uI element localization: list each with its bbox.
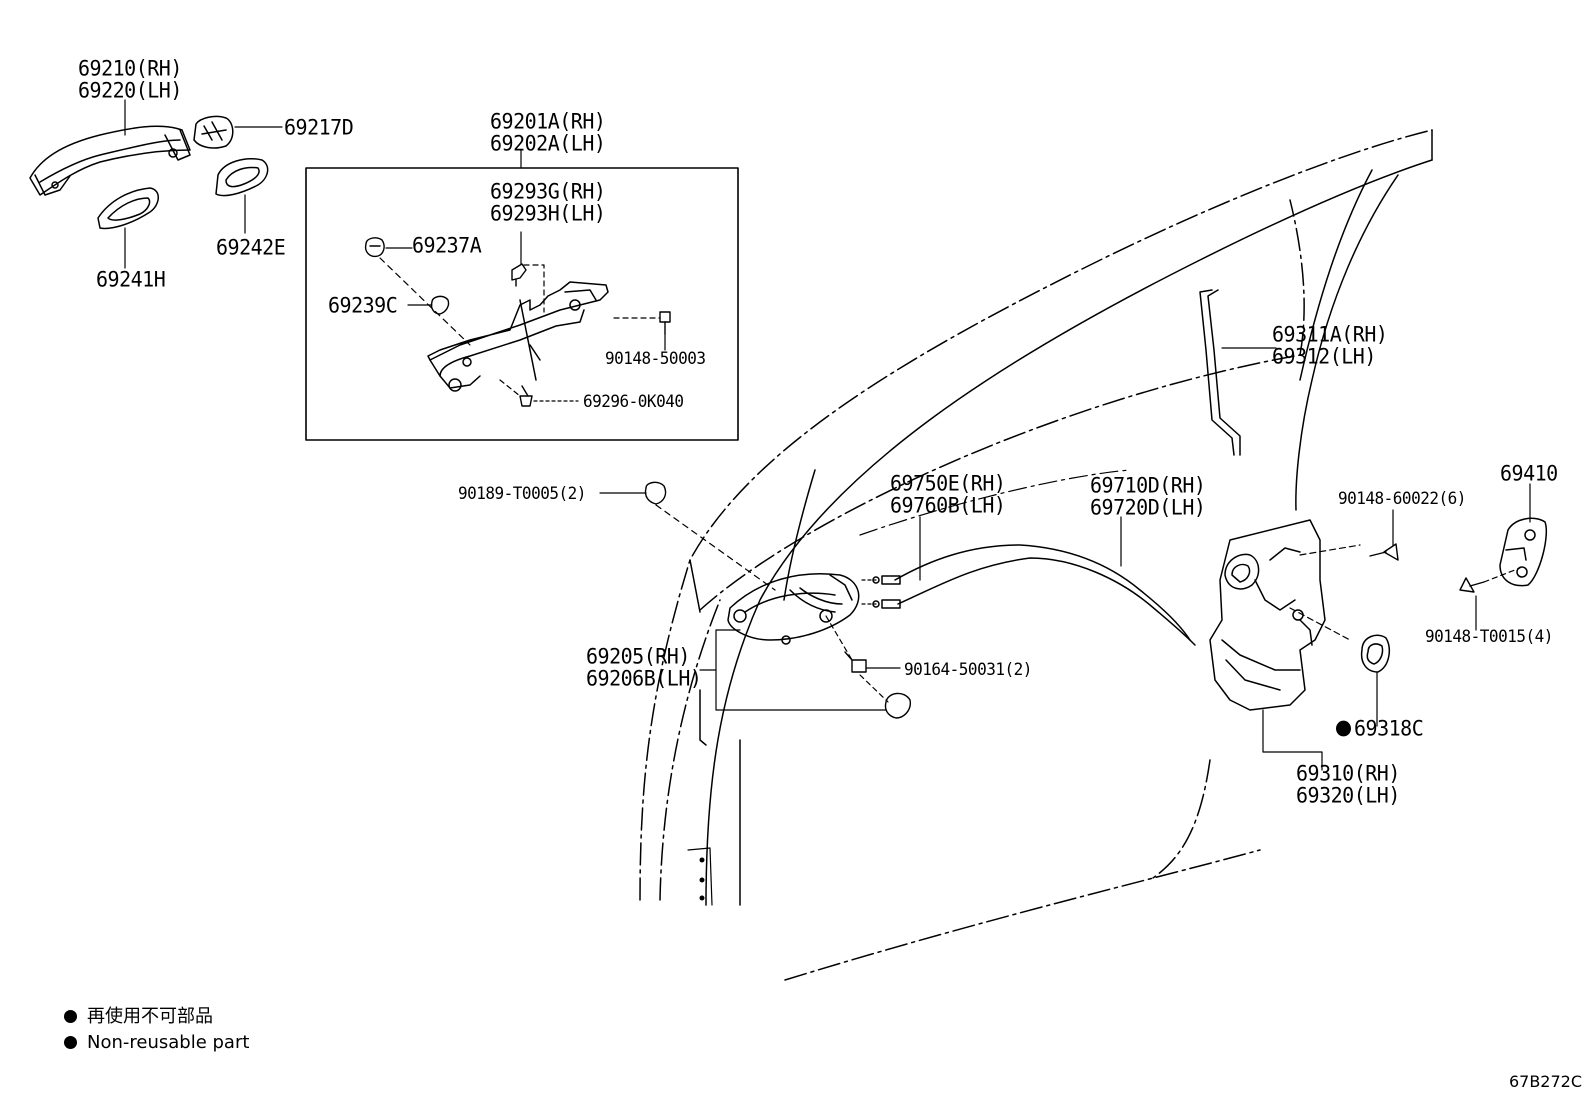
label-69293G: 69293G(RH) — [490, 178, 606, 204]
label-69220: 69220(LH) — [78, 77, 182, 103]
diagram-code: 67B272C — [1508, 1072, 1582, 1091]
screw-90164 — [844, 651, 867, 673]
label-69750E: 69750E(RH) — [890, 470, 1006, 496]
door-lock-assembly — [1209, 519, 1326, 711]
door-holes — [699, 857, 705, 901]
inner-handle — [727, 573, 860, 645]
handle-frame — [427, 281, 609, 392]
grommet-69239C — [430, 295, 450, 315]
label-90148-60022: 90148-60022(6) — [1338, 488, 1466, 509]
bullet-dot-icon — [64, 1036, 77, 1049]
label-69202A: 69202A(LH) — [490, 130, 606, 156]
frame-clip — [511, 263, 527, 287]
label-69710D: 69710D(RH) — [1090, 472, 1206, 498]
screw-90148-60022 — [1369, 543, 1399, 561]
seal-69318C — [1360, 634, 1391, 673]
label-69410: 69410 — [1500, 460, 1558, 486]
label-90189-T0005: 90189-T0005(2) — [458, 483, 586, 504]
label-90164-50031: 90164-50031(2) — [904, 659, 1032, 680]
label-69241H: 69241H — [96, 266, 166, 292]
frame-box — [305, 167, 739, 441]
label-69239C: 69239C — [328, 292, 398, 318]
outer-handle — [29, 125, 191, 196]
label-69242E: 69242E — [216, 234, 286, 260]
legend-jp: 再使用不可部品 — [64, 1005, 213, 1029]
leader-69310 — [1262, 709, 1323, 771]
gasket-right — [215, 158, 269, 197]
label-69293H: 69293H(LH) — [490, 200, 606, 226]
bullet-dot-icon — [64, 1010, 77, 1023]
label-69310: 69310(RH) — [1296, 760, 1400, 786]
non-reusable-dot-icon — [1336, 720, 1351, 737]
label-69318C: 69318C — [1336, 716, 1424, 740]
clip-90189 — [644, 481, 667, 505]
gasket-left — [97, 187, 159, 230]
label-69205: 69205(RH) — [586, 643, 690, 669]
cap-round — [884, 692, 911, 719]
bolt-69296 — [519, 385, 533, 407]
screw-90148-T0015 — [1459, 577, 1485, 593]
handle-cap — [193, 115, 234, 149]
label-69206B: 69206B(LH) — [586, 665, 702, 691]
label-69210: 69210(RH) — [78, 55, 182, 81]
door-outline — [639, 129, 1433, 981]
label-90148-50003: 90148-50003 — [605, 348, 706, 369]
label-69217D: 69217D — [284, 114, 354, 140]
label-69312: 69312(LH) — [1272, 343, 1376, 369]
label-69760B: 69760B(LH) — [890, 492, 1006, 518]
striker — [1499, 517, 1548, 587]
legend-en: Non-reusable part — [64, 1031, 249, 1055]
door-frame — [689, 129, 1433, 906]
screw-90148-50003 — [659, 311, 671, 335]
label-69296-0K040: 69296-0K040 — [583, 391, 684, 412]
label-69320: 69320(LH) — [1296, 782, 1400, 808]
label-90148-T0015: 90148-T0015(4) — [1425, 626, 1553, 647]
bushing-69237A — [364, 237, 385, 258]
lock-rod — [1199, 289, 1241, 456]
leader-69205 — [699, 629, 887, 711]
label-69237A: 69237A — [412, 232, 482, 258]
label-69311A: 69311A(RH) — [1272, 321, 1388, 347]
label-69201A: 69201A(RH) — [490, 108, 606, 134]
label-69720D: 69720D(LH) — [1090, 494, 1206, 520]
cable-69750E — [872, 544, 1196, 646]
